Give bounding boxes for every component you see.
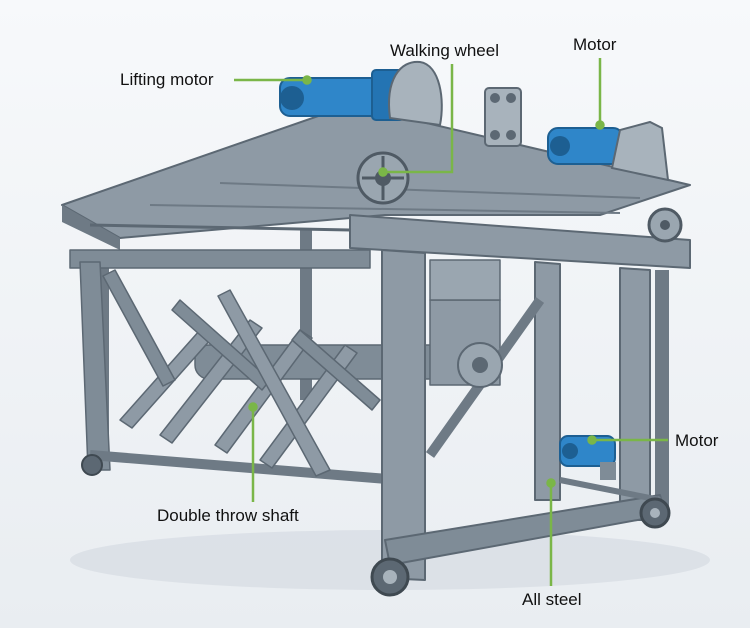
front-left-leg [79, 261, 111, 471]
bottom-left-rail [89, 450, 401, 485]
front-right-post [619, 267, 651, 521]
wheel-rear-left [81, 454, 103, 476]
walking-wheel [356, 151, 410, 205]
guide-bolt-1 [490, 93, 500, 103]
leader-lines [234, 58, 668, 586]
callout-all-steel: All steel [522, 590, 582, 609]
guide-bolt-4 [506, 130, 516, 140]
leader-walking-wheel [383, 64, 454, 174]
lifting-motor-fan [280, 86, 304, 110]
paddle-6 [171, 299, 271, 391]
deck-left-face [62, 205, 120, 250]
ground-wheels [81, 454, 671, 597]
right-bottom-rail [559, 477, 661, 503]
bottom-motor-body [559, 435, 616, 467]
lifting-motor-unit [279, 60, 443, 127]
leader-motor-top-dot [595, 120, 605, 130]
callout-lifting-motor: Lifting motor [120, 70, 214, 89]
walking-motor-cover [610, 120, 670, 182]
callout-double-throw-shaft: Double throw shaft [157, 506, 299, 525]
leader-walking-wheel-dot [378, 167, 388, 177]
paddle-8 [102, 269, 176, 387]
leader-all-steel-dot [546, 478, 556, 488]
deck-beam-2 [149, 204, 621, 214]
deck-beam-3 [219, 182, 641, 199]
paddle-5 [291, 329, 381, 411]
bottom-motor-unit [559, 435, 616, 480]
walking-motor-unit [547, 120, 670, 182]
leader-lifting-motor-dot [302, 75, 312, 85]
walking-motor-fan [550, 136, 570, 156]
bottom-motor-mount [600, 462, 616, 480]
front-top-beam [349, 214, 691, 269]
left-frame-beam [69, 249, 371, 269]
callout-motor-top: Motor [573, 35, 617, 54]
shaft-bearing-hub [472, 357, 488, 373]
wheel-front-right-hub [650, 508, 660, 518]
leader-motor-right-dot [587, 435, 597, 445]
lifting-reel-cover [388, 60, 443, 127]
guide-bolt-3 [490, 130, 500, 140]
front-mid-post [534, 261, 561, 501]
callout-walking-wheel: Walking wheel [390, 41, 499, 60]
bottom-motor-fan [562, 443, 578, 459]
guide-bolt-2 [506, 93, 516, 103]
wheel-front-left-hub [383, 570, 397, 584]
front-left-post [381, 249, 426, 581]
callout-motor-right: Motor [675, 431, 719, 450]
rear-right-leg [655, 270, 669, 510]
paddle-7 [217, 289, 331, 477]
right-pulley-hub [660, 220, 670, 230]
leader-double-throw-shaft-dot [248, 402, 258, 412]
gearbox-cover [429, 259, 501, 301]
